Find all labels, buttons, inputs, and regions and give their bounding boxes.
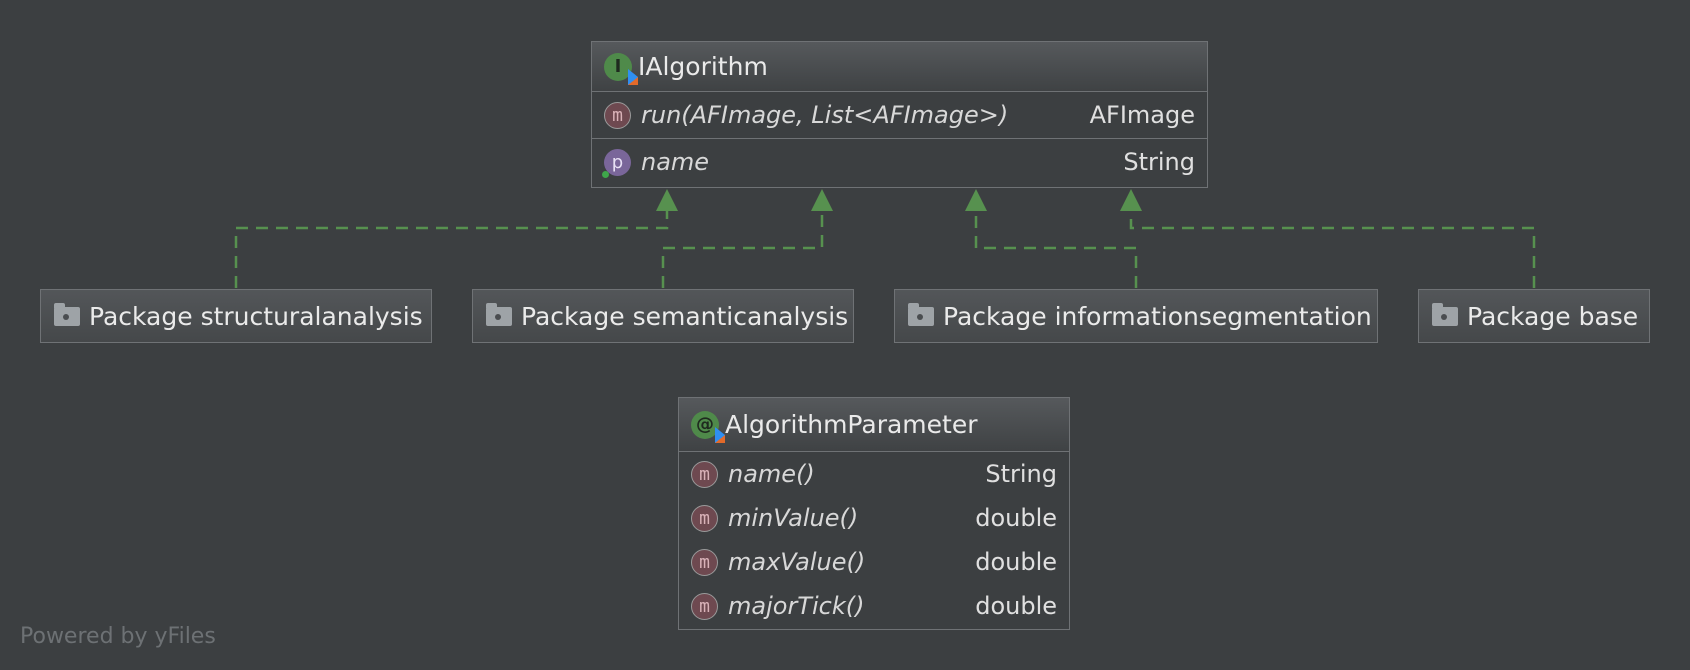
- arrowhead-2: [811, 189, 833, 211]
- method-name: maxValue(): [728, 548, 866, 576]
- property-type: String: [1123, 148, 1195, 176]
- package-informationsegmentation[interactable]: Package informationsegmentation: [894, 289, 1378, 343]
- edge-base: [1129, 210, 1536, 288]
- folder-icon: [486, 302, 512, 326]
- property-icon: p: [602, 148, 631, 178]
- method-type: double: [975, 548, 1057, 576]
- method-name: minValue(): [728, 504, 859, 532]
- package-label: Package informationsegmentation: [943, 301, 1372, 331]
- annotation-icon: @: [691, 410, 725, 443]
- folder-icon: [908, 302, 934, 326]
- method-name: majorTick(): [728, 592, 865, 620]
- arrowhead-1: [656, 189, 678, 211]
- ialgorithm-header: I IAlgorithm: [592, 42, 1207, 92]
- method-name: run(AFImage, List<AFImage>): [641, 101, 1009, 129]
- arrowhead-3: [965, 189, 987, 211]
- method-type: String: [985, 460, 1057, 488]
- package-base[interactable]: Package base: [1418, 289, 1650, 343]
- ialgorithm-node[interactable]: I IAlgorithm m run(AFImage, List<AFImage…: [591, 41, 1208, 188]
- algorithmparameter-header: @ AlgorithmParameter: [679, 398, 1069, 452]
- annotation-method-row[interactable]: m name() String: [679, 452, 1069, 496]
- edge-structuralanalysis: [234, 210, 669, 288]
- watermark: Powered by yFiles: [20, 624, 216, 649]
- edge-informationsegmentation: [974, 210, 1138, 288]
- algorithmparameter-title: AlgorithmParameter: [725, 410, 978, 439]
- method-icon: m: [604, 101, 631, 129]
- method-type: double: [975, 592, 1057, 620]
- edge-semanticanalysis: [661, 210, 824, 288]
- package-label: Package semanticanalysis: [521, 301, 849, 331]
- package-label: Package structuralanalysis: [89, 301, 423, 331]
- method-icon: m: [691, 460, 718, 488]
- method-type: AFImage: [1089, 101, 1195, 129]
- folder-icon: [54, 302, 80, 326]
- ialgorithm-title: IAlgorithm: [638, 52, 768, 81]
- package-label: Package base: [1467, 301, 1639, 331]
- method-name: name(): [728, 460, 815, 488]
- algorithmparameter-node[interactable]: @ AlgorithmParameter m name() String m m…: [678, 397, 1070, 630]
- arrowhead-4: [1120, 189, 1142, 211]
- folder-icon: [1432, 302, 1458, 326]
- method-icon: m: [691, 504, 718, 532]
- interface-icon: I: [604, 52, 638, 85]
- package-structuralanalysis[interactable]: Package structuralanalysis: [40, 289, 432, 343]
- annotation-method-row[interactable]: m maxValue() double: [679, 540, 1069, 584]
- property-row[interactable]: p name String: [592, 138, 1207, 185]
- method-icon: m: [691, 548, 718, 576]
- annotation-method-row[interactable]: m majorTick() double: [679, 584, 1069, 628]
- annotation-method-row[interactable]: m minValue() double: [679, 496, 1069, 540]
- package-semanticanalysis[interactable]: Package semanticanalysis: [472, 289, 854, 343]
- method-icon: m: [691, 592, 718, 620]
- property-name: name: [641, 148, 710, 176]
- method-row[interactable]: m run(AFImage, List<AFImage>) AFImage: [592, 92, 1207, 138]
- method-type: double: [975, 504, 1057, 532]
